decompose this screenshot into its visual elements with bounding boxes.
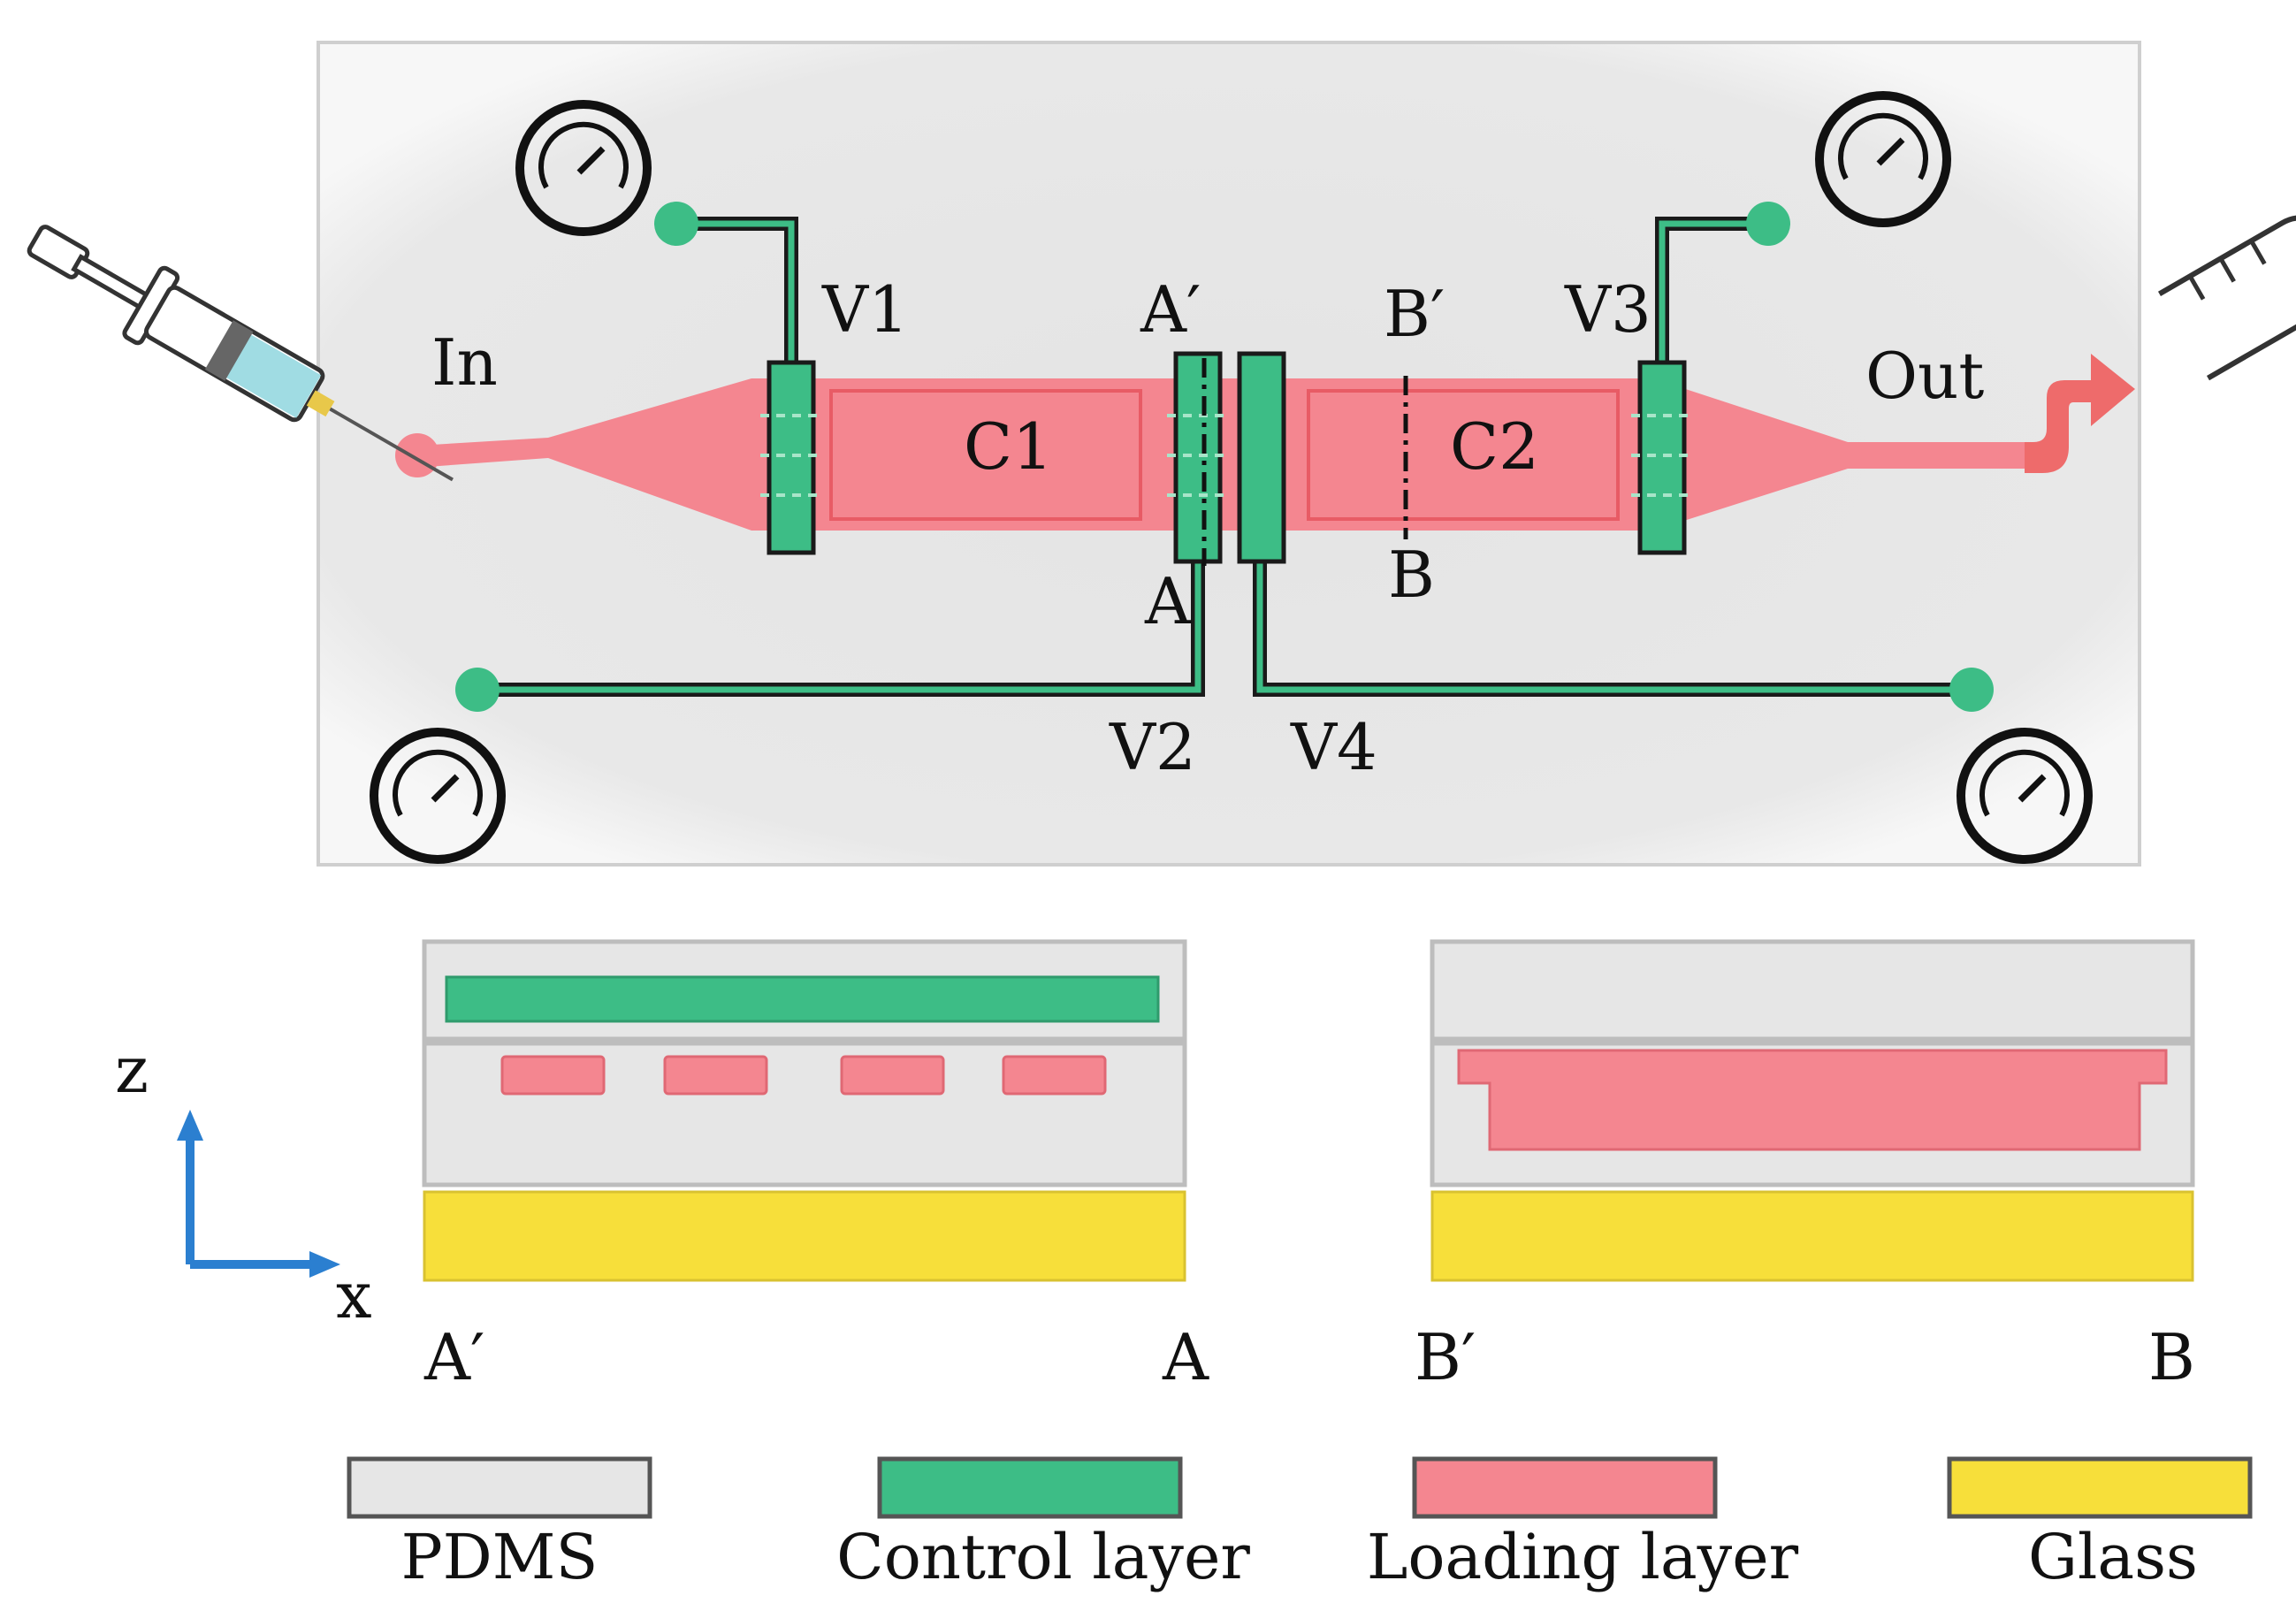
section-aa-left-label: A′ bbox=[423, 1320, 484, 1394]
loading-chamber bbox=[1457, 1049, 2168, 1151]
axis-x-label: x bbox=[336, 1258, 372, 1332]
section-a-bottom-label: A bbox=[1144, 564, 1192, 638]
legend-label-loading: Loading layer bbox=[1367, 1521, 1799, 1593]
axis-z-label: z bbox=[115, 1033, 149, 1107]
collection-tube-icon bbox=[2158, 215, 2296, 381]
pdms-control-slab bbox=[1430, 939, 2195, 1042]
section-bb-right-label: B bbox=[2148, 1320, 2195, 1394]
inlet-port bbox=[395, 433, 439, 477]
section-aa-right-label: A bbox=[1162, 1320, 1209, 1394]
pressure-gauge-icon bbox=[1815, 91, 1951, 227]
legend-swatch-glass bbox=[1947, 1456, 2253, 1519]
section-b-bottom-label: B bbox=[1388, 538, 1435, 612]
legend-swatch-pdms bbox=[347, 1456, 652, 1519]
valve-v2 bbox=[1173, 351, 1223, 564]
chip-top-view: In Out C1 C2 V1 V2 V3 V4 A′ A B′ B bbox=[27, 41, 2296, 867]
outlet-label: Out bbox=[1865, 339, 1984, 413]
syringe-icon bbox=[27, 225, 454, 482]
valve-v1-label: V1 bbox=[821, 272, 909, 347]
legend-label-pdms: PDMS bbox=[401, 1521, 599, 1593]
valve-v2-label: V2 bbox=[1109, 710, 1196, 784]
chamber-c2-label: C2 bbox=[1450, 409, 1539, 484]
valves bbox=[767, 351, 1687, 564]
legend: PDMS Control layer Loading layer Glass bbox=[347, 1456, 2253, 1593]
legend-swatch-control bbox=[877, 1456, 1183, 1519]
chamber-c2-outline bbox=[1307, 389, 1620, 521]
section-bb-left-label: B′ bbox=[1415, 1320, 1476, 1394]
valve-v1 bbox=[767, 360, 816, 555]
valve-v3 bbox=[1637, 360, 1687, 555]
valve-v4 bbox=[1237, 351, 1286, 564]
outlet-arrow-icon bbox=[2025, 354, 2135, 473]
axis-indicator: z x bbox=[115, 1033, 372, 1332]
section-a-top-label: A′ bbox=[1140, 272, 1201, 347]
pressure-gauge-icon bbox=[1957, 728, 2093, 864]
legend-label-control: Control layer bbox=[836, 1521, 1250, 1593]
cross-section-aa: A′ A bbox=[422, 939, 1209, 1394]
valve-v4-label: V4 bbox=[1290, 710, 1377, 784]
control-ports bbox=[455, 202, 1994, 712]
valve-ridges bbox=[760, 414, 1693, 497]
control-layer-strip bbox=[445, 975, 1160, 1023]
legend-label-glass: Glass bbox=[2028, 1521, 2198, 1593]
inlet-label: In bbox=[431, 325, 498, 400]
cross-section-bb: B′ B bbox=[1415, 939, 2195, 1394]
glass-substrate bbox=[423, 1190, 1186, 1282]
section-b-top-label: B′ bbox=[1384, 277, 1445, 351]
control-lines bbox=[477, 217, 1972, 697]
legend-swatch-loading bbox=[1412, 1456, 1718, 1519]
pressure-gauge-icon bbox=[370, 728, 506, 864]
loading-channels bbox=[500, 1055, 1107, 1096]
chamber-c1-label: C1 bbox=[964, 409, 1053, 484]
pressure-gauge-icon bbox=[515, 100, 652, 236]
chamber-c1-outline bbox=[829, 389, 1142, 521]
glass-substrate bbox=[1430, 1190, 2194, 1282]
valve-v3-label: V3 bbox=[1564, 272, 1651, 347]
